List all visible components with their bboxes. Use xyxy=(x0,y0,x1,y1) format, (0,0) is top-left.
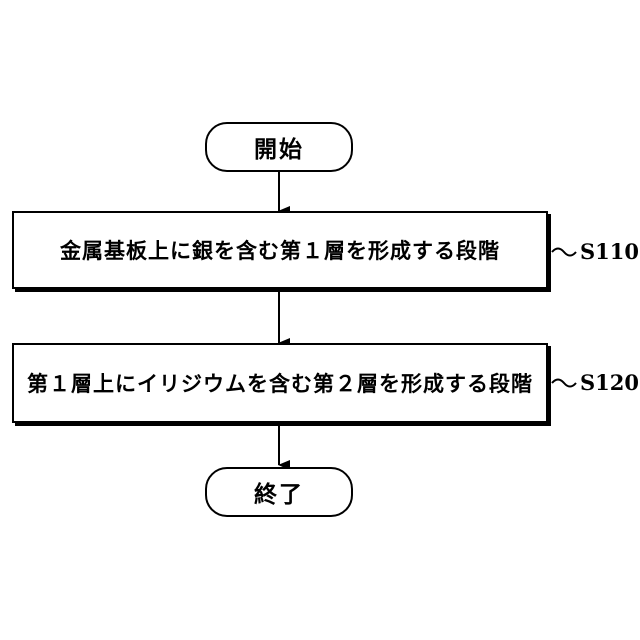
end-label: 終了 xyxy=(254,475,304,509)
step-text: 第１層上にイリジウムを含む第２層を形成する段階 xyxy=(27,368,533,398)
step-text: 金属基板上に銀を含む第１層を形成する段階 xyxy=(60,235,500,265)
leader-line-s110 xyxy=(552,249,576,256)
step-box-s110: 金属基板上に銀を含む第１層を形成する段階 xyxy=(12,211,548,289)
step-id-s120: S120 xyxy=(580,370,639,395)
step-id-s110: S110 xyxy=(580,239,639,264)
leader-line-s120 xyxy=(552,380,576,387)
end-terminal: 終了 xyxy=(205,467,353,517)
step-box-s120: 第１層上にイリジウムを含む第２層を形成する段階 xyxy=(12,343,548,423)
start-label: 開始 xyxy=(254,130,304,164)
start-terminal: 開始 xyxy=(205,122,353,172)
